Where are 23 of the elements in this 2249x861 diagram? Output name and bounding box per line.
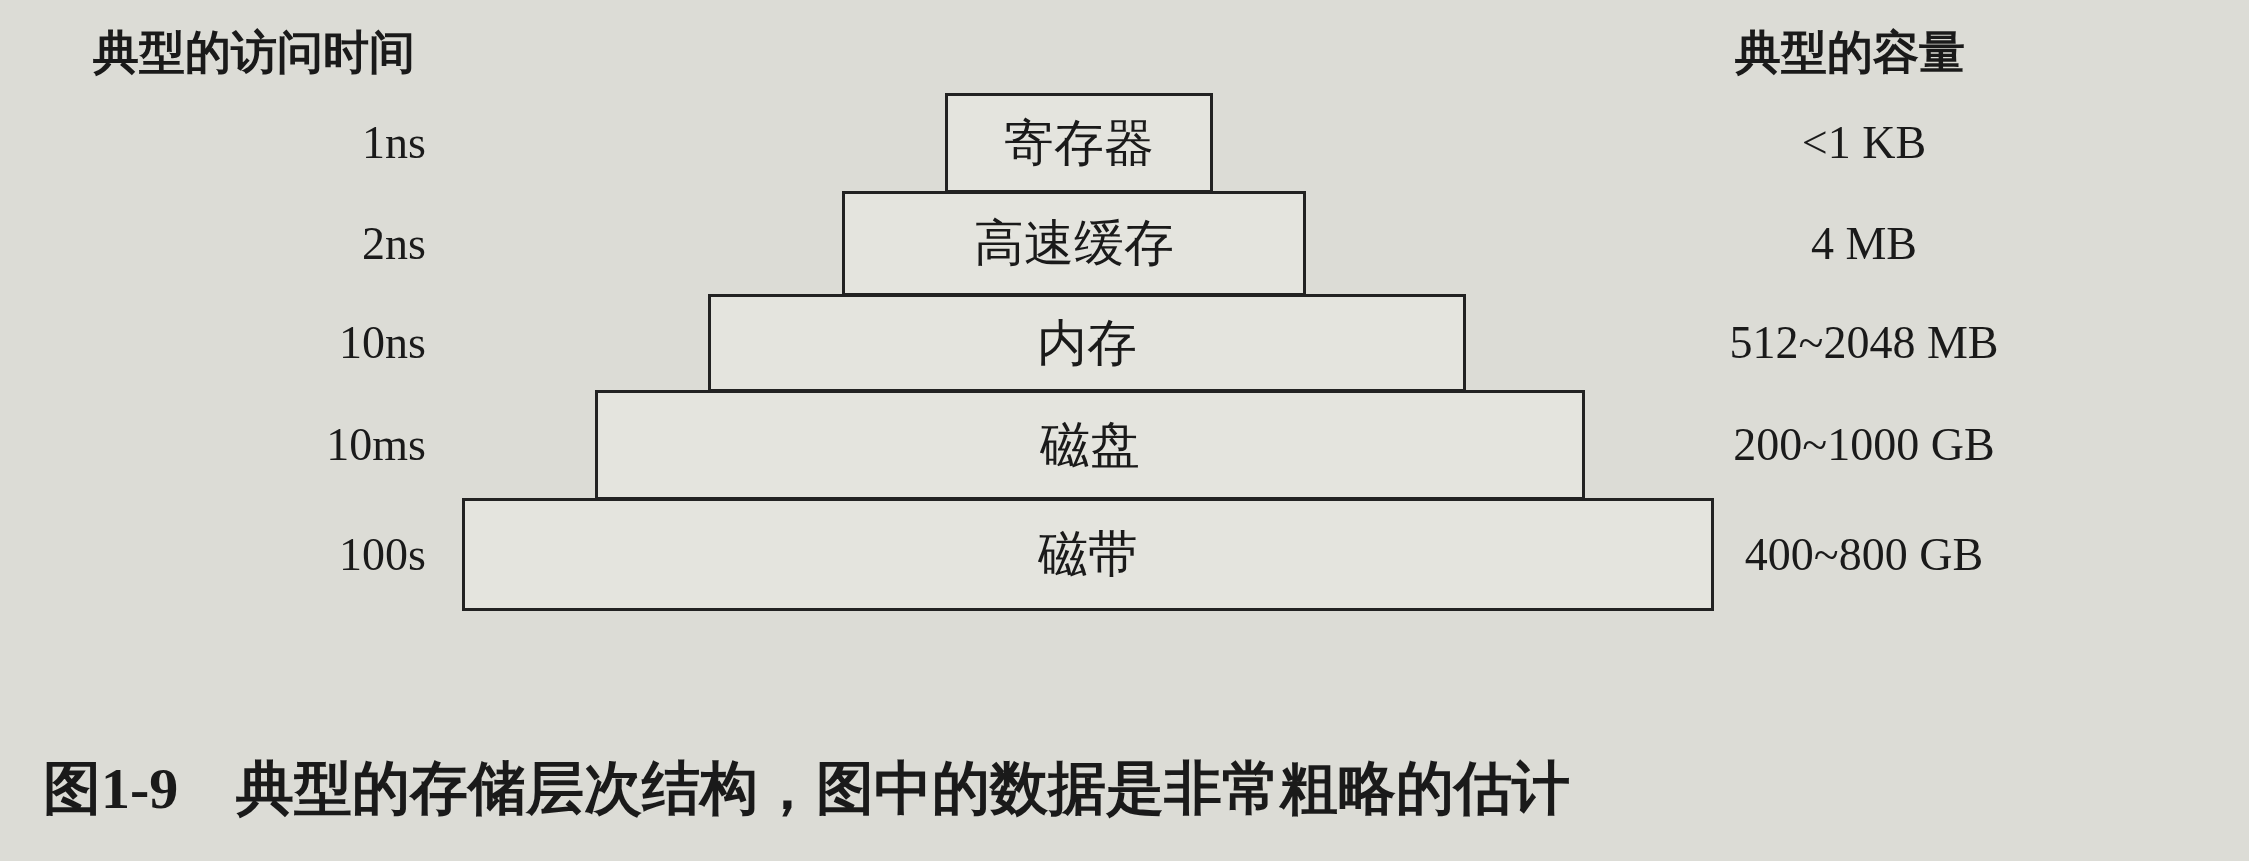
access-time: 10ms	[326, 422, 426, 468]
access-time: 100s	[339, 531, 426, 578]
column-heading: 典型的访问时间	[93, 26, 415, 80]
layer-name: 磁带	[1038, 525, 1138, 584]
capacity: 400~800 GB	[1744, 531, 1984, 578]
layer-box	[945, 93, 1213, 193]
layer-name: 高速缓存	[974, 214, 1174, 273]
capacity: <1 KB	[1801, 120, 1927, 166]
layer-name: 内存	[1037, 313, 1137, 373]
layer-name: 寄存器	[1004, 113, 1154, 173]
capacity: 4 MB	[1810, 220, 1918, 267]
access-time: 2ns	[362, 220, 426, 267]
layer-box	[708, 294, 1466, 392]
access-time: 10ns	[339, 320, 426, 366]
layer-name: 磁盘	[1040, 415, 1140, 475]
caption: 图1-9 典型的存储层次结构，图中的数据是非常粗略的估计	[43, 755, 1571, 823]
layer-box	[842, 191, 1306, 296]
layer-box	[462, 498, 1714, 611]
capacity: 512~2048 MB	[1729, 320, 1999, 366]
column-heading: 典型的容量	[1735, 26, 1965, 80]
capacity: 200~1000 GB	[1733, 422, 1995, 468]
access-time: 1ns	[362, 120, 426, 166]
layer-box	[595, 390, 1585, 500]
